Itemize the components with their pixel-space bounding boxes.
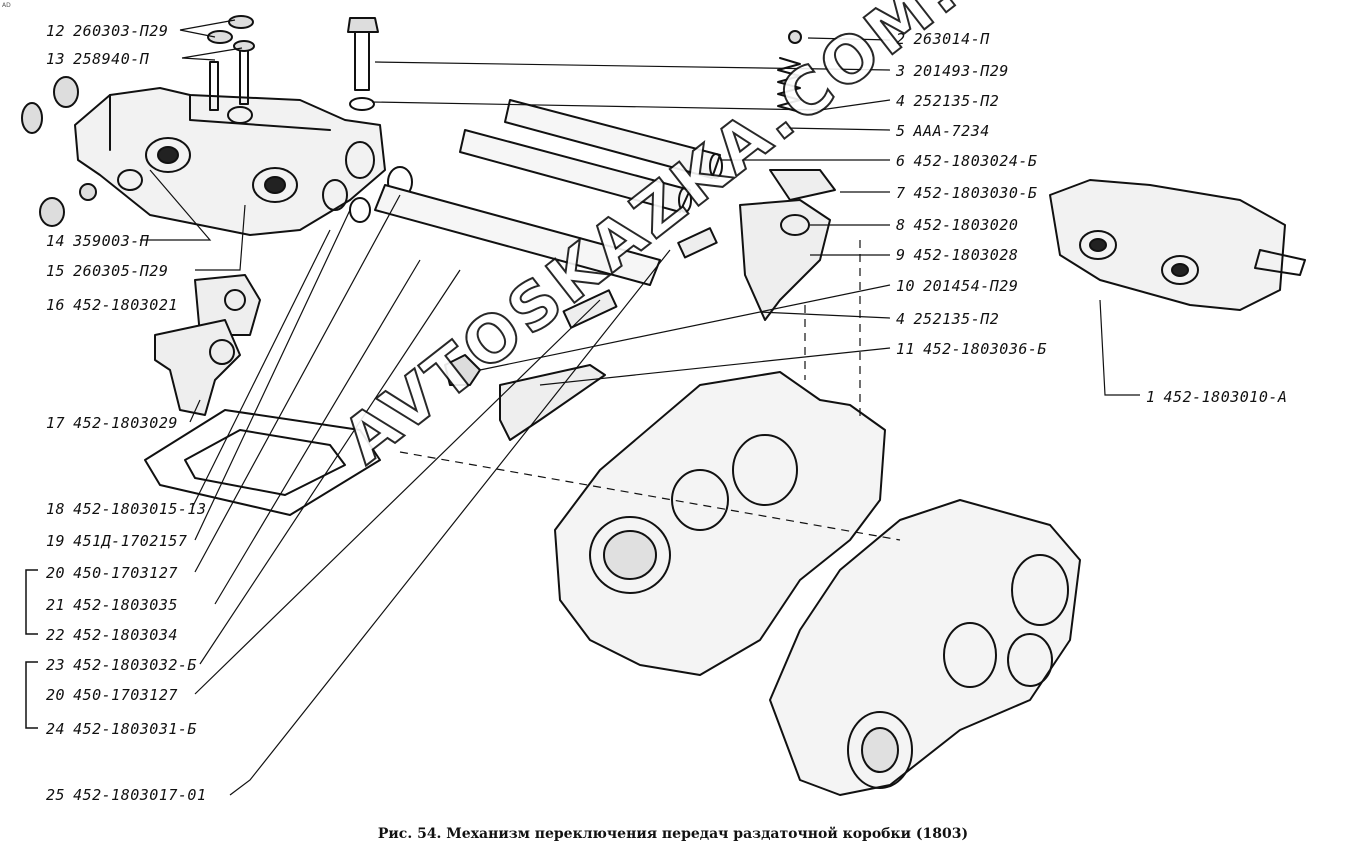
shift-housing-left [74, 87, 386, 236]
corner-mark: AD [2, 2, 11, 9]
shift-rods [374, 99, 723, 286]
shift-fork-17 [154, 319, 241, 416]
figure-caption: Рис. 54. Механизм переключения передач р… [377, 826, 969, 842]
plug [53, 76, 79, 108]
transfer-case-cover [554, 371, 886, 676]
transfer-case-housing [769, 499, 1081, 796]
bolt [347, 17, 379, 111]
label-brackets [25, 569, 38, 729]
shift-housing-right [1049, 179, 1306, 311]
gasket [144, 409, 381, 516]
shift-fork [739, 169, 836, 321]
studs [207, 15, 255, 111]
leader-lines [140, 19, 1140, 796]
